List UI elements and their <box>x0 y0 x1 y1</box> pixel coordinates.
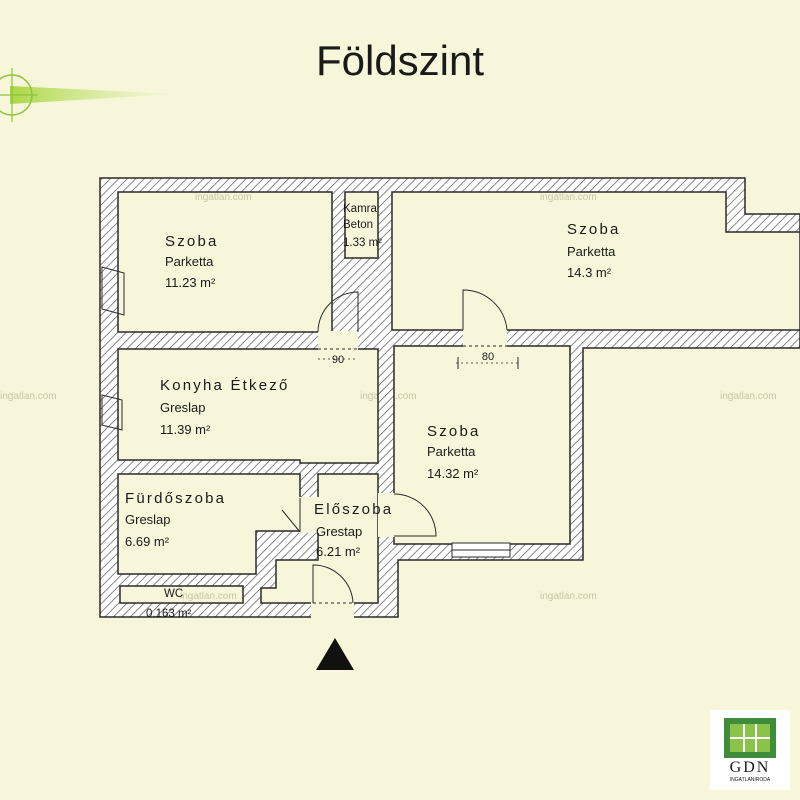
company-logo: GDN INGATLANIRODA <box>710 710 790 790</box>
door-arc <box>317 291 359 333</box>
watermark: ingatlan.com <box>195 192 252 203</box>
logo-subtitle: INGATLANIRODA <box>730 777 771 783</box>
door-arc <box>393 493 437 537</box>
room-area: 11.39 m² <box>160 422 211 437</box>
room-szoba-2: Szoba Parketta 14.3 m² <box>567 221 621 280</box>
room-floor: Greslap <box>125 512 171 527</box>
room-area: 1.33 m² <box>343 237 382 249</box>
room-name: Szoba <box>165 233 219 250</box>
room-name: Előszoba <box>314 501 393 518</box>
room-name: Fürdőszoba <box>125 490 226 507</box>
room-name: Szoba <box>427 423 481 440</box>
room-floor: Beton <box>343 219 373 231</box>
room-name: Kamra <box>343 203 377 215</box>
compass-marker <box>0 68 178 122</box>
door-arc <box>462 289 508 331</box>
room-szoba-1: Szoba Parketta 11.23 m² <box>165 233 219 290</box>
room-area: 0.163 m² <box>146 608 192 620</box>
door-arc <box>312 564 354 604</box>
watermark: ingatlan.com <box>180 591 237 602</box>
entrance-arrow-icon <box>316 638 354 670</box>
watermark: ingatlan.com <box>540 591 597 602</box>
room-floor: Grestap <box>316 524 362 539</box>
room-floor: Greslap <box>160 400 206 415</box>
plan-title: Földszint <box>316 37 484 84</box>
room-name: WC <box>164 588 183 600</box>
room-wc: WC 0.163 m² <box>146 588 192 620</box>
room-area: 11.23 m² <box>165 275 216 290</box>
dimension-markers: 90 80 <box>318 351 520 369</box>
room-floor: Parketta <box>567 244 616 259</box>
room-konyha: Konyha Étkező Greslap 11.39 m² <box>160 377 290 437</box>
doors <box>101 266 511 604</box>
watermark: ingatlan.com <box>0 391 57 402</box>
room-area: 14.32 m² <box>427 466 479 481</box>
logo-text: GDN <box>730 759 771 776</box>
door-arc <box>281 498 301 533</box>
room-furdoszoba: Fürdőszoba Greslap 6.69 m² <box>125 490 226 549</box>
room-szoba-3: Szoba Parketta 14.32 m² <box>427 423 481 481</box>
watermark: ingatlan.com <box>540 192 597 203</box>
door-width-label: 90 <box>332 354 344 366</box>
window-casement <box>101 266 125 316</box>
room-floor: Parketta <box>427 444 476 459</box>
room-name: Konyha Étkező <box>160 377 290 394</box>
watermark: ingatlan.com <box>720 391 777 402</box>
walls <box>99 177 800 618</box>
room-area: 6.21 m² <box>316 544 361 559</box>
window-casement <box>101 394 123 431</box>
room-name: Szoba <box>567 221 621 238</box>
room-area: 14.3 m² <box>567 265 612 280</box>
room-area: 6.69 m² <box>125 534 170 549</box>
door-width-label: 80 <box>482 351 494 363</box>
room-eloszoba: Előszoba Grestap 6.21 m² <box>314 501 393 559</box>
room-kamra: Kamra Beton 1.33 m² <box>343 203 382 249</box>
room-floor: Parketta <box>165 254 214 269</box>
